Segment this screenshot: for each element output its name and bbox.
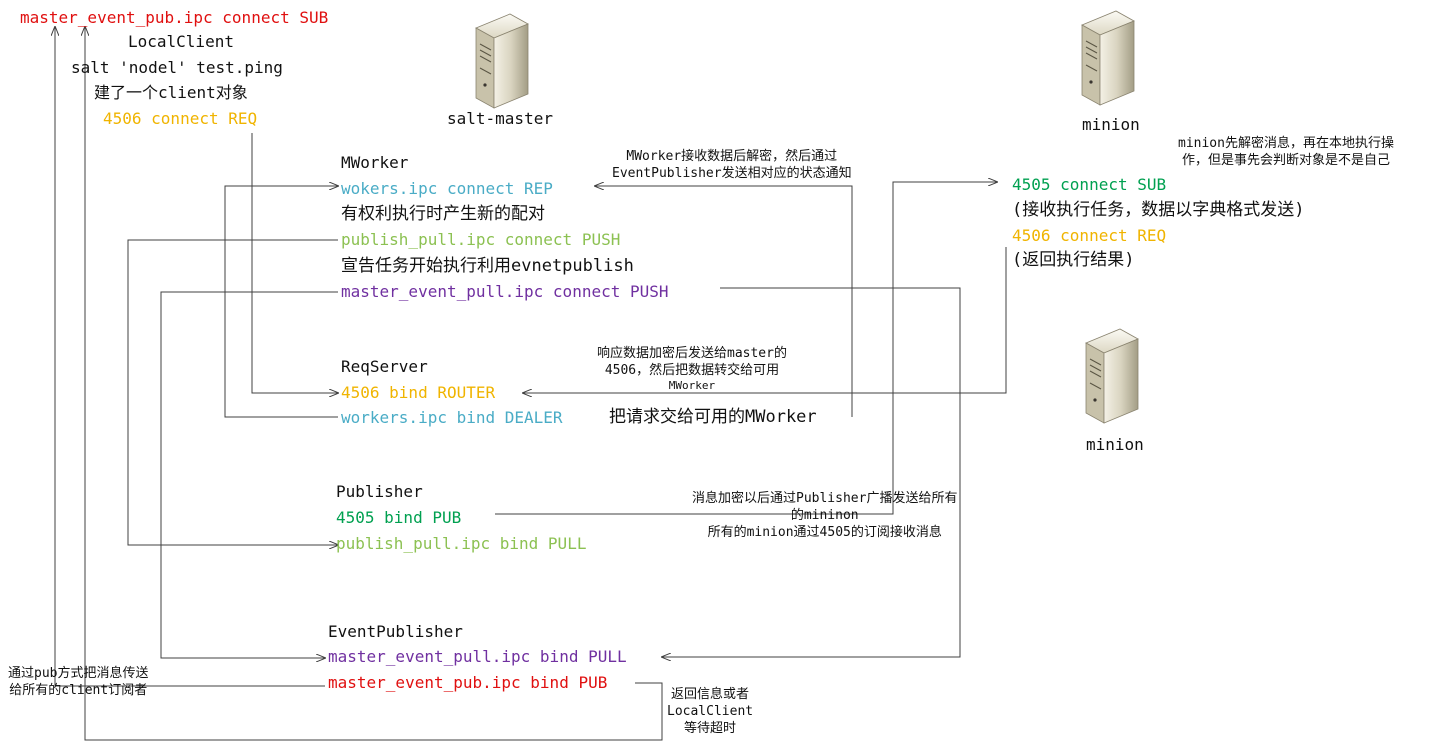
master-label: salt-master [447,109,553,128]
client-note: 建了一个client对象 [94,83,248,102]
mworker-note-pair: 有权利执行时产生新的配对 [341,204,545,224]
mworker-rep: wokers.ipc connect REP [341,179,553,198]
publisher-pull: publish_pull.ipc bind PULL [336,534,587,553]
reqserver-dealer: workers.ipc bind DEALER [341,408,563,427]
mworker-event-push: master_event_pull.ipc connect PUSH [341,282,669,301]
minion-sub-note: (接收执行任务，数据以字典格式发送) [1012,200,1305,220]
mworker-note-announce: 宣告任务开始执行利用evnetpublish [341,256,634,276]
annotation-mworker-decrypt: MWorker接收数据后解密，然后通过 EventPublisher发送相对应的… [612,149,852,181]
client-sub-connect: master_event_pub.ipc connect SUB [20,8,329,27]
server-icon-minion-1 [1081,10,1135,106]
minion-req-note: (返回执行结果) [1012,250,1135,270]
reqserver-title: ReqServer [341,357,428,376]
client-command: salt 'nodel' test.ping [71,58,283,77]
line-dealer-to-rep [224,186,338,418]
minion-note: minion先解密消息，再在本地执行操 作，但是事先会判断对象是不是自己 [1178,136,1394,168]
line-minion-req-to-router [523,247,1007,393]
mworker-title: MWorker [341,153,409,172]
annotation-pub-to-clients: 通过pub方式把消息传送 给所有的client订阅者 [8,666,149,698]
mworker-push: publish_pull.ipc connect PUSH [341,230,621,249]
client-title: LocalClient [128,32,234,51]
line-eventpub-to-client-return [85,27,663,741]
line-worker-to-rep [595,186,853,417]
minion-req: 4506 connect REQ [1012,226,1167,245]
reqserver-dealer-note: 把请求交给可用的MWorker [609,407,817,427]
line-event-push-to-eventpub-pull [160,291,338,658]
minion-sub: 4505 connect SUB [1012,175,1167,194]
minion-label-1: minion [1082,115,1140,134]
publisher-title: Publisher [336,482,423,501]
client-req-connect: 4506 connect REQ [103,109,258,128]
line-push-to-publisher-pull [127,239,338,545]
annotation-response: 响应数据加密后发送给master的 4506，然后把数据转交给可用 MWorke… [597,346,787,392]
reqserver-router: 4506 bind ROUTER [341,383,496,402]
eventpublisher-pub: master_event_pub.ipc bind PUB [328,673,608,692]
eventpublisher-title: EventPublisher [328,622,463,641]
publisher-pub: 4505 bind PUB [336,508,462,527]
server-icon-master [475,13,529,109]
line-eventpub-to-client-sub [55,27,325,687]
minion-label-2: minion [1086,435,1144,454]
line-event-push-right [662,287,961,657]
server-icon-minion-2 [1085,328,1139,424]
line-pub-to-minion-sub [495,182,997,515]
annotation-return-wait: 返回信息或者 LocalClient 等待超时 [667,687,754,736]
line-client-req-to-router [251,133,338,393]
eventpublisher-pull: master_event_pull.ipc bind PULL [328,647,627,666]
annotation-broadcast: 消息加密以后通过Publisher广播发送给所有 的mininon 所有的min… [692,491,958,540]
